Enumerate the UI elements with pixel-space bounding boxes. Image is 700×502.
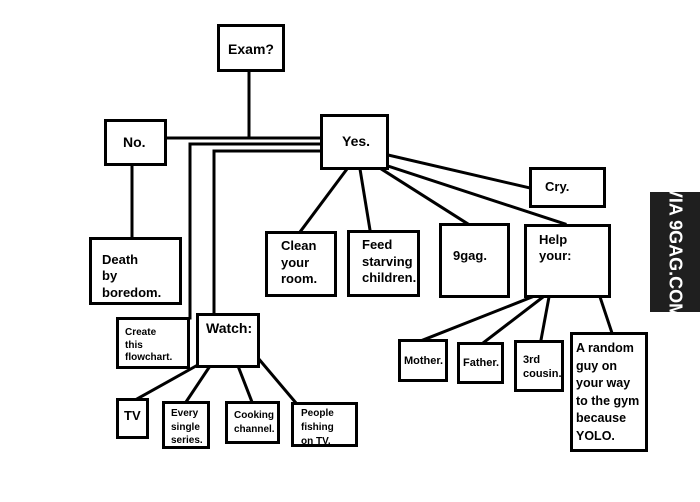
- cooking-node: Cooking channel.: [225, 401, 280, 444]
- clean-node: Clean your room.: [265, 231, 337, 297]
- mother-node: Mother.: [398, 339, 448, 382]
- connector-help-random: [598, 295, 614, 335]
- no-node: No.: [104, 119, 167, 166]
- connector-yes-clean: [297, 166, 350, 235]
- father-node-text: Father.: [463, 357, 500, 369]
- mother-node-text: Mother.: [404, 355, 444, 367]
- connector-watch-fishing: [255, 355, 299, 406]
- cousin-node-text: 3rd cousin.: [523, 354, 562, 381]
- help-node: Help your:: [524, 224, 611, 298]
- series-node-text: Every single series.: [171, 408, 203, 446]
- create-node-text: Create this flowchart.: [125, 327, 173, 363]
- connector-yes-cry: [386, 153, 532, 190]
- watch-node-text: Watch:: [206, 320, 253, 336]
- connector-yes-9gag: [372, 162, 471, 227]
- random-guy-node-text: A random guy on your way to the gym beca…: [576, 341, 640, 443]
- watermark-badge: VIA 9GAG.COM: [650, 186, 700, 318]
- connector-yes-help: [386, 164, 567, 226]
- death-node: Death by boredom.: [89, 237, 182, 305]
- yes-node: Yes.: [320, 114, 389, 170]
- connector-yes-feed: [358, 167, 372, 232]
- connector-watch-tv: [134, 363, 199, 402]
- connector-help-father: [480, 294, 546, 346]
- create-node: Create this flowchart.: [116, 317, 190, 369]
- feed-node-text: Feed starving children.: [362, 237, 417, 286]
- watermark-text: VIA 9GAG.COM: [665, 185, 686, 319]
- connector-help-cousin: [539, 295, 551, 342]
- series-node: Every single series.: [162, 401, 210, 449]
- help-node-text: Help your:: [539, 232, 572, 264]
- feed-node: Feed starving children.: [347, 230, 420, 297]
- cry-node-text: Cry.: [545, 179, 570, 194]
- 9gag-node: 9gag.: [439, 223, 510, 298]
- exam-node-text: Exam?: [228, 41, 274, 57]
- yes-node-text: Yes.: [342, 133, 371, 149]
- fishing-node: People fishing on TV.: [291, 402, 358, 447]
- 9gag-node-text: 9gag.: [453, 248, 487, 263]
- cooking-node-text: Cooking channel.: [234, 410, 275, 435]
- random-guy-node: A random guy on your way to the gym beca…: [570, 332, 648, 452]
- connector-watch-cooking: [236, 364, 254, 404]
- connector-help-mother: [421, 295, 534, 342]
- cry-node: Cry.: [529, 167, 606, 208]
- exam-node: Exam?: [217, 24, 285, 72]
- father-node: Father.: [457, 342, 504, 384]
- connector-watch-series: [183, 363, 213, 405]
- clean-node-text: Clean your room.: [281, 238, 318, 287]
- watch-node: Watch:: [196, 313, 260, 368]
- fishing-node-text: People fishing on TV.: [301, 408, 334, 447]
- tv-node-text: TV: [124, 408, 141, 423]
- death-node-text: Death by boredom.: [102, 252, 162, 300]
- cousin-node: 3rd cousin.: [514, 340, 564, 392]
- tv-node: TV: [116, 398, 149, 439]
- no-node-text: No.: [123, 134, 146, 150]
